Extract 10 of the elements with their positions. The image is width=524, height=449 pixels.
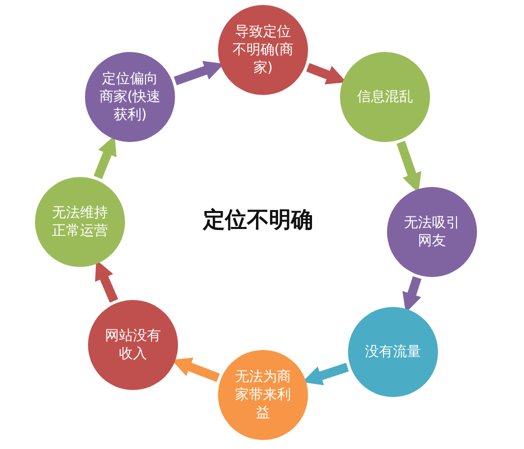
stage-text: 网站没有收入: [104, 327, 162, 363]
stage-text: 没有流量: [364, 343, 422, 361]
stage-text: 信息混乱: [356, 88, 414, 106]
stage-text: 无法吸引网友: [403, 214, 461, 250]
stage-text: 导致定位不明确(商家): [231, 23, 295, 77]
stage-text: 无法维持正常运营: [51, 204, 109, 240]
stage-text: 定位偏向商家(快速获利): [98, 70, 162, 124]
stage-text: 无法为商家带来利益: [234, 368, 292, 422]
diagram-title: 定位不明确: [203, 206, 313, 235]
arrow: [95, 260, 118, 303]
